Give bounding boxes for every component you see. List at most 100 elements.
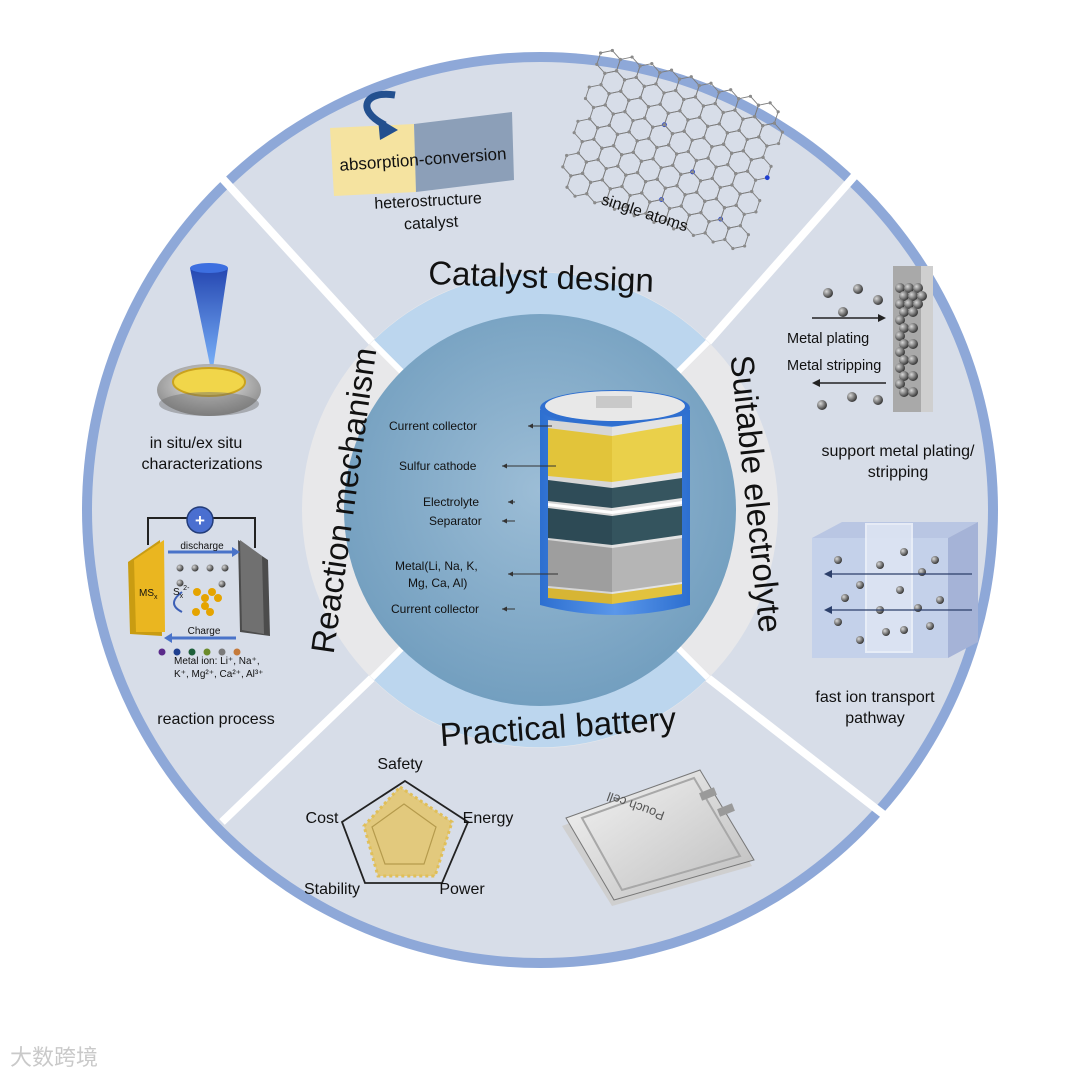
lattice-atom — [722, 143, 725, 146]
lattice-atom — [561, 165, 564, 168]
watermark: 大数跨境 — [10, 1040, 98, 1072]
lattice-atom — [731, 247, 734, 250]
lattice-atom — [746, 170, 749, 173]
lattice-atom — [683, 130, 686, 133]
lattice-atom — [628, 130, 631, 133]
ion-transport-cube-illustration — [812, 522, 978, 658]
lattice-atom — [635, 76, 638, 79]
lattice-atom — [603, 72, 606, 75]
lattice-atom — [769, 101, 772, 104]
lattice-atom — [667, 143, 670, 146]
lattice-atom — [648, 200, 651, 203]
lattice-atom — [611, 49, 614, 52]
sulfur-chain-atom — [206, 608, 214, 616]
lattice-atom — [595, 63, 598, 66]
lattice-atom — [683, 193, 686, 196]
lattice-atom — [601, 178, 604, 181]
lattice-atom — [715, 197, 718, 200]
catalyst-design-title: Catalyst design — [428, 254, 655, 299]
lattice-atom — [688, 213, 691, 216]
lattice-atom — [675, 152, 678, 155]
lattice-atom — [585, 192, 588, 195]
lattice-atom — [639, 96, 642, 99]
metal-ion-label-line2: K⁺, Mg²⁺, Ca²⁺, Al³⁺ — [174, 669, 263, 680]
lattice-atom — [729, 88, 732, 91]
lattice-atom — [589, 181, 592, 184]
lattice-atom — [659, 166, 662, 169]
ion-atom — [900, 548, 908, 556]
metal-atom — [873, 295, 883, 305]
lattice-atom — [640, 191, 643, 194]
plated-atom — [908, 307, 918, 317]
metal-atom — [823, 288, 833, 298]
discharge-label: discharge — [180, 541, 224, 552]
lattice-atom — [753, 115, 756, 118]
fast-ion-caption: fast ion transport — [815, 689, 935, 706]
lattice-atom — [743, 244, 746, 247]
lattice-atom — [643, 117, 646, 120]
lattice-atom — [651, 157, 654, 160]
lattice-atom — [750, 190, 753, 193]
lattice-atom — [647, 137, 650, 140]
lattice-atom — [717, 91, 720, 94]
lattice-atom — [627, 99, 630, 102]
lattice-atom — [777, 142, 780, 145]
ion-atom — [856, 636, 864, 644]
plated-atom — [899, 387, 909, 397]
lattice-atom — [664, 187, 667, 190]
lattice-atom — [702, 136, 705, 139]
lattice-atom — [593, 201, 596, 204]
lattice-atom — [738, 192, 741, 195]
lattice-atom — [723, 238, 726, 241]
ion-atom — [896, 586, 904, 594]
lattice-atom — [741, 117, 744, 120]
ion-legend-dot — [204, 649, 211, 656]
ion-legend-dot — [189, 649, 196, 656]
lattice-atom — [577, 151, 580, 154]
radar-axis-cost: Cost — [306, 810, 339, 827]
lattice-atom — [758, 199, 761, 202]
stripping-caption: stripping — [868, 464, 928, 481]
battery-cutaway-illustration — [540, 390, 690, 615]
lattice-atom — [655, 146, 658, 149]
lattice-atom — [754, 179, 757, 182]
lattice-atom — [631, 119, 634, 122]
lattice-atom — [722, 111, 725, 114]
lattice-atom — [671, 132, 674, 135]
ion-atom — [834, 556, 842, 564]
metal-stripping-label: Metal stripping — [787, 358, 881, 374]
lattice-atom — [694, 95, 697, 98]
metal-atom — [873, 395, 883, 405]
lattice-atom — [781, 131, 784, 134]
ion-legend-dot — [234, 649, 241, 656]
lattice-atom — [714, 165, 717, 168]
sulfur-chain-atom — [192, 608, 200, 616]
lattice-atom — [680, 204, 683, 207]
lattice-atom — [738, 129, 741, 132]
lattice-atom — [691, 139, 694, 142]
lattice-atom — [703, 200, 706, 203]
lattice-atom — [647, 105, 650, 108]
lattice-atom — [719, 186, 722, 189]
characterizations-caption: characterizations — [142, 456, 263, 473]
lattice-atom — [619, 90, 622, 93]
lattice-atom — [656, 178, 659, 181]
lattice-atom — [643, 85, 646, 88]
radar-axis-safety: Safety — [377, 756, 422, 773]
lattice-atom — [636, 139, 639, 142]
ion-atom — [882, 628, 890, 636]
label-current-collector-bottom: Current collector — [391, 602, 479, 616]
lattice-atom — [739, 224, 742, 227]
lattice-atom — [678, 109, 681, 112]
lattice-atom — [604, 167, 607, 170]
metal-atom — [838, 307, 848, 317]
pathway-caption: pathway — [845, 710, 905, 727]
lattice-atom — [707, 220, 710, 223]
lattice-atom — [761, 156, 764, 159]
lattice-atom — [667, 112, 670, 115]
lattice-atom — [726, 131, 729, 134]
lattice-atom — [692, 234, 695, 237]
lattice-atom — [754, 210, 757, 213]
lattice-atom — [757, 135, 760, 138]
lattice-atom — [581, 172, 584, 175]
